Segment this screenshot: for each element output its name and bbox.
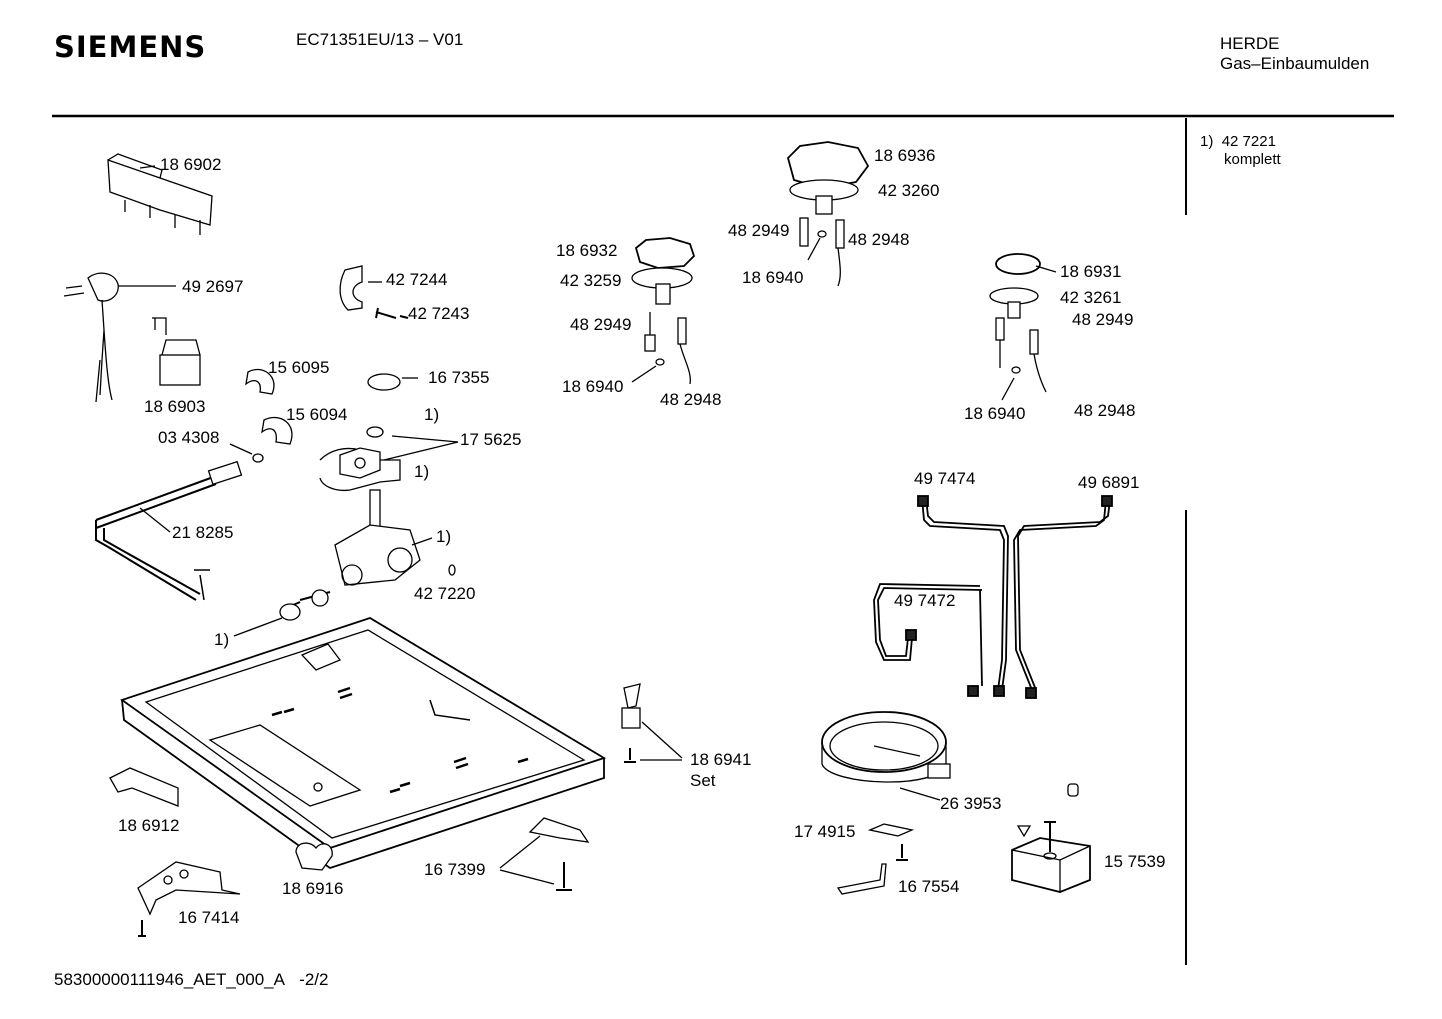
label-186912: 18 6912 [118,816,180,835]
label-482949-b: 48 2949 [728,221,790,240]
footnote-ref: 1) [1200,133,1214,150]
category-line-2: Gas–Einbaumulden [1220,54,1370,73]
part-167355-drawing [367,373,401,391]
label-set: Set [690,771,716,790]
part-157539-drawing [1011,783,1091,893]
label-423261: 42 3261 [1060,288,1122,307]
burner-small-b-drawing [989,253,1057,401]
label-174915: 17 4915 [794,822,856,841]
part-167554-drawing [836,863,887,895]
label-427243: 42 7243 [408,304,470,323]
part-186902-drawing [107,153,213,235]
ref-label-1: 1) [424,405,440,424]
label-156095: 15 6095 [268,358,330,377]
label-423259: 42 3259 [560,271,622,290]
label-482948-b: 48 2948 [848,230,910,249]
ref-label-2: 1) [414,462,430,481]
part-218285-drawing [95,460,243,601]
part-427243-drawing [375,307,409,319]
ref-label-3: 1) [436,527,452,546]
label-496891: 49 6891 [1078,473,1140,492]
valve-upper-drawing [319,426,459,492]
label-423260: 42 3260 [878,181,940,200]
part-186941-drawing [621,683,683,763]
part-174915-drawing [867,823,915,861]
label-186940-a: 18 6940 [562,377,624,396]
document-footer: 58300000111946_AET_000_A -2/2 [54,970,328,990]
page-number: -2/2 [299,970,329,989]
label-157539: 15 7539 [1104,852,1166,871]
label-186932: 18 6932 [556,241,618,260]
part-156094-drawing [261,416,293,445]
model-number: EC71351EU/13 – V01 [296,30,464,49]
part-186916-drawing [295,842,333,871]
part-156095-drawing [245,368,275,395]
footnote: 1) 42 7221 komplett [1200,133,1281,169]
label-186940-b: 18 6940 [742,268,804,287]
label-186903: 18 6903 [144,397,206,416]
category: HERDE Gas–Einbaumulden [1220,34,1369,74]
label-427244: 42 7244 [386,270,448,289]
label-492697: 49 2697 [182,277,244,296]
label-186940-c: 18 6940 [964,404,1026,423]
label-167355: 16 7355 [428,368,490,387]
label-186941: 18 6941 [690,750,752,769]
label-034308: 03 4308 [158,428,220,447]
footnote-text: komplett [1224,151,1281,168]
part-492697-drawing [63,272,176,403]
label-263953: 26 3953 [940,794,1002,813]
label-482948-c: 48 2948 [1074,401,1136,420]
label-186916: 18 6916 [282,879,344,898]
part-427244-drawing [339,265,382,311]
part-167414-drawing [137,861,241,937]
label-186902: 18 6902 [160,155,222,174]
label-497472: 49 7472 [894,591,956,610]
label-175625: 17 5625 [460,430,522,449]
label-167399: 16 7399 [424,860,486,879]
hob-tray-drawing [120,617,607,869]
part-186912-drawing [109,767,179,807]
label-167414: 16 7414 [178,908,240,927]
label-497474: 49 7474 [914,469,976,488]
label-482949-c: 48 2949 [1072,310,1134,329]
part-186903-drawing [152,317,201,386]
part-167399-drawing [499,817,590,891]
label-156094: 15 6094 [286,405,348,424]
label-482949-a: 48 2949 [570,315,632,334]
category-line-1: HERDE [1220,34,1280,53]
label-167554: 16 7554 [898,877,960,896]
burner-small-a-drawing [631,237,696,385]
label-186931: 18 6931 [1060,262,1122,281]
burner-large-drawing [786,141,870,287]
label-427220: 42 7220 [414,584,476,603]
label-186936: 18 6936 [874,146,936,165]
brand-logo: SIEMENS [54,30,207,64]
footnote-part: 42 7221 [1221,133,1276,150]
part-263953-drawing [821,711,951,801]
wiring-drawing [873,495,1113,699]
ref-label-4: 1) [214,630,230,649]
valve-body-drawing [233,489,456,637]
label-482948-a: 48 2948 [660,390,722,409]
document-id: 58300000111946_AET_000_A [54,970,285,989]
label-218285: 21 8285 [172,523,234,542]
